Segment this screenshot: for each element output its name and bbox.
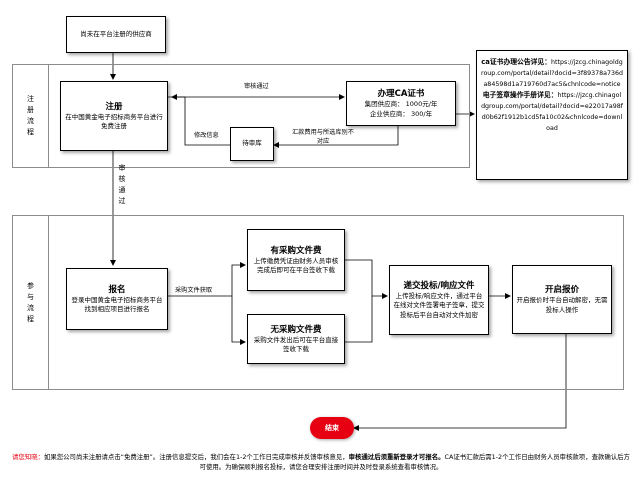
- node-open: 开启报价 开启报价时平台自动解密，无需投标人操作: [512, 265, 612, 334]
- label-payment-mismatch: 汇款费用与所选库别不对应: [292, 129, 354, 145]
- edge-pending-register: [171, 94, 230, 146]
- ca-notice-link[interactable]: https://jzcg.chinagoldgroup.com/portal/d…: [481, 59, 624, 88]
- info-box: ca证书办理公告详见：https://jzcg.chinagoldgroup.c…: [476, 50, 628, 180]
- notice-footer: 请您知晓：如果您公司尚未注册请点击“免费注册”。注册信息提交后，我们会在1-2个…: [12, 452, 630, 472]
- ca-notice-title: ca证书办理公告详见：: [481, 58, 552, 66]
- edge-ca-pending: [273, 126, 399, 148]
- node-has-fee: 有采购文件费 上传缴费凭证由财务人员审核完成后即可在平台签收下载: [247, 229, 345, 291]
- lane-register: 注册流程: [12, 64, 470, 168]
- node-pending: 待审库: [230, 127, 274, 161]
- node-no-fee: 无采购文件费 采购文件发出后可在平台直接签收下载: [247, 314, 345, 364]
- label-review-approved: 审核通过: [118, 164, 126, 205]
- node-ca: 办理CA证书 集团供应商： 1000元/年 企业供应商： 300/年: [346, 81, 456, 126]
- node-signup: 报名 登录中国黄金电子招标商务平台找到相应项目进行报名: [66, 268, 168, 330]
- lane-register-label: 注册流程: [27, 95, 34, 136]
- signature-manual-title: 电子签章操作手册详见：: [482, 91, 558, 99]
- node-start: 尚未在平台注册的供应商: [66, 16, 166, 53]
- signature-manual-link[interactable]: https://jzcg.chinagoldgroup.com/portal/d…: [481, 92, 623, 132]
- label-get-docs: 采购文件获取: [175, 287, 213, 294]
- lane-participate: 参与流程: [12, 215, 624, 390]
- node-end: 结束: [310, 417, 354, 439]
- edge-signup-nofee: [231, 296, 246, 345]
- label-modify: 修改信息: [194, 132, 219, 139]
- edge-open-end: [353, 334, 567, 431]
- notice-prefix: 请您知晓：: [12, 453, 44, 461]
- node-register: 注册 在中国黄金电子招标商务平台进行免费注册: [60, 81, 168, 151]
- label-approved: 审核通过: [244, 83, 269, 90]
- edge-nofee-submit: [345, 296, 373, 343]
- lane-participate-label: 参与流程: [27, 281, 34, 323]
- notice-part2: CA证书汇款后需1-2个工作日由财务人员审核款项，查款确认后方可使用。为确保顺利…: [199, 453, 630, 471]
- edge-fee-submit: [345, 259, 388, 299]
- notice-bold: 审核通过后须重新登录才可报名。: [348, 453, 445, 461]
- edge-signup-fee: [168, 262, 246, 297]
- node-submit: 递交投标/响应文件 上传投标/响应文件，通过平台在线对文件签署电子签章，提交投标…: [389, 265, 489, 335]
- notice-part1: 如果您公司尚未注册请点击“免费注册”。注册信息提交后，我们会在1-2个工作日完成…: [44, 453, 349, 461]
